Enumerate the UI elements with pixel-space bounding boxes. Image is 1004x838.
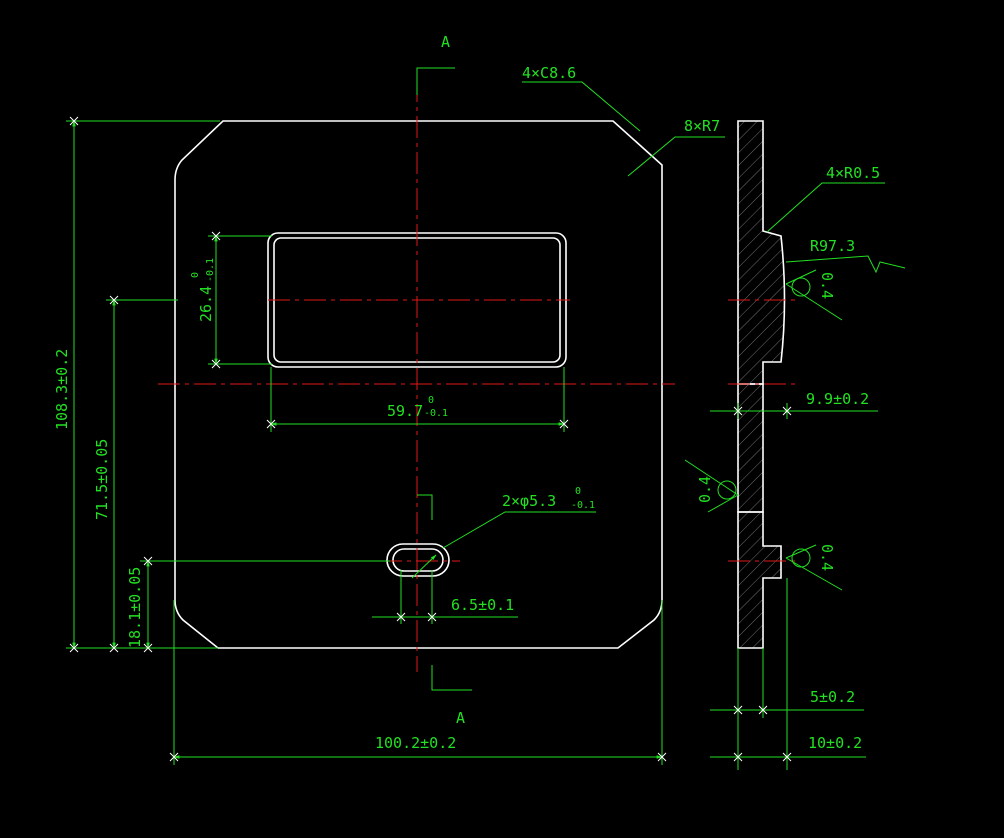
surface-symbol-c: 0.4 <box>785 544 843 591</box>
svg-text:0.4: 0.4 <box>818 544 836 571</box>
arc-leader <box>785 255 906 274</box>
fillet-leader <box>766 182 885 233</box>
width-total-label: 100.2±0.2 <box>375 734 456 752</box>
dimension-ticks <box>69 116 667 762</box>
surface-symbol-a: 0.4 <box>785 269 843 321</box>
svg-text:0: 0 <box>190 272 201 278</box>
svg-text:26.4: 26.4 <box>197 286 215 322</box>
slot-inner <box>392 548 444 572</box>
section-label-top: A <box>441 33 450 51</box>
height-total-label: 108.3±0.2 <box>53 349 71 430</box>
window-width-label: 59.7 <box>387 402 423 420</box>
front-view: A A 4×C8.6 8×R7 108.3±0.2 71.5±0.05 18.1… <box>53 33 725 765</box>
radius-leader <box>627 136 725 177</box>
section-dimension-ticks <box>733 406 792 762</box>
window-width-tol-low: -0.1 <box>424 408 448 419</box>
section-boss <box>737 511 782 649</box>
section-marker-bottom <box>431 665 472 691</box>
hole-label: 2×φ5.3 <box>502 492 556 510</box>
chamfer-leader <box>522 81 641 132</box>
slot-outer <box>386 543 450 577</box>
svg-text:0.4: 0.4 <box>818 272 836 299</box>
slot-width-label: 6.5±0.1 <box>451 596 514 614</box>
section-lower-body <box>737 383 764 513</box>
step-depth-label: 9.9±0.2 <box>806 390 869 408</box>
surface-symbol-b: 0.4 <box>684 459 739 513</box>
section-view: 4×R0.5 R97.3 0.4 0.4 0.4 9.9±0.2 <box>684 120 906 770</box>
svg-text:0.4: 0.4 <box>696 476 714 503</box>
section-marker-top <box>416 67 455 95</box>
hole-leader <box>442 511 596 549</box>
arc-radius-label: R97.3 <box>810 237 855 255</box>
svg-text:-0.1: -0.1 <box>205 258 216 282</box>
section-hatched-body <box>737 120 786 385</box>
window-height-label: 26.4 0 -0.1 <box>190 258 216 322</box>
section-marker-mid <box>417 494 433 520</box>
hole-tol-low: -0.1 <box>571 500 595 511</box>
section-label-bottom: A <box>456 709 465 727</box>
height-hole-center-label: 18.1±0.05 <box>126 567 144 648</box>
hole-arrow <box>411 554 437 579</box>
fillet-label: 4×R0.5 <box>826 164 880 182</box>
plate-outline <box>174 120 663 649</box>
radius-label: 8×R7 <box>684 117 720 135</box>
window-width-tol-up: 0 <box>428 395 434 406</box>
height-window-center-label: 71.5±0.05 <box>93 439 111 520</box>
thickness-step-label: 5±0.2 <box>810 688 855 706</box>
hole-tol-up: 0 <box>575 486 581 497</box>
thickness-total-label: 10±0.2 <box>808 734 862 752</box>
chamfer-label: 4×C8.6 <box>522 64 576 82</box>
